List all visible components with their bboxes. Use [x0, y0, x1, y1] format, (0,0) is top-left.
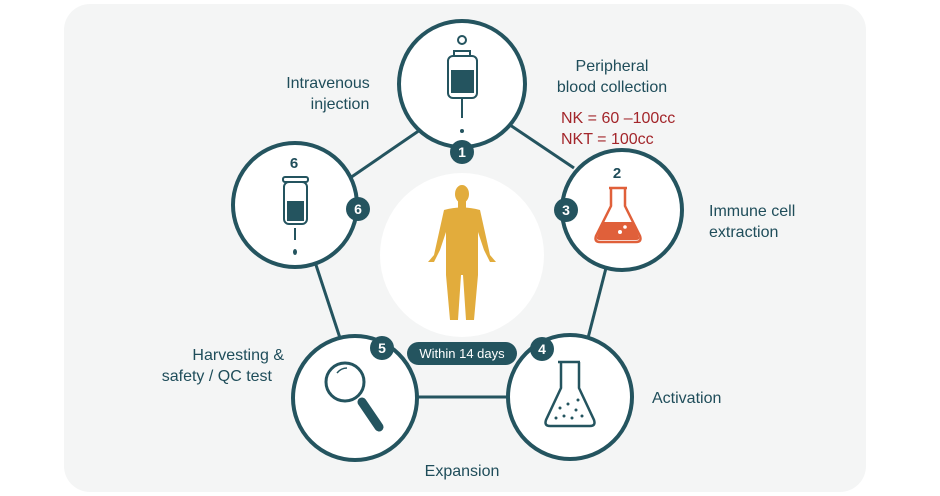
magnifier-icon — [324, 361, 384, 432]
step-label: blood collection — [557, 79, 667, 96]
step-5-node: 5 — [291, 334, 419, 462]
step-badge-number: 6 — [354, 201, 362, 217]
nkt-volume: NKT = 100cc — [561, 131, 654, 148]
step-label: safety / QC test — [162, 368, 273, 385]
flask-dots-icon — [544, 360, 596, 428]
connector-6-5 — [314, 264, 342, 339]
step-label: injection — [311, 96, 370, 113]
step-1-node: 1 — [397, 19, 527, 164]
nk-volume: NK = 60 –100cc — [561, 110, 675, 127]
connector-1-2 — [509, 123, 575, 170]
step-badge — [370, 336, 394, 360]
step-4-node: 4 — [506, 333, 634, 461]
step-badge-number: 5 — [378, 340, 386, 356]
step-label: Intravenous — [286, 75, 370, 92]
expansion-label: Expansion — [425, 463, 500, 480]
step-badge — [450, 140, 474, 164]
step-badge-number: 3 — [562, 202, 570, 218]
flask-orange-icon — [594, 186, 642, 244]
iv-bag-icon — [447, 35, 478, 133]
connector-1-6 — [349, 128, 421, 180]
step-label: extraction — [709, 224, 778, 241]
connectors — [314, 123, 608, 399]
step-label: Peripheral — [576, 58, 649, 75]
step-6-node: 6 6 — [231, 141, 370, 269]
step-badge-number: 4 — [538, 341, 546, 357]
step-badge — [554, 198, 578, 222]
step-label: Immune cell — [709, 203, 795, 220]
inner-step-number: 2 — [613, 165, 621, 182]
iv-bottle-icon — [282, 176, 309, 255]
connector-2-4 — [586, 267, 608, 339]
step-badge — [530, 337, 554, 361]
human-body-icon — [428, 185, 496, 320]
inner-step-number: 6 — [290, 155, 298, 172]
step-label: Activation — [652, 390, 721, 407]
duration-pill — [407, 342, 517, 365]
step-badge-number: 1 — [458, 144, 466, 160]
step-badge — [346, 197, 370, 221]
step-label: Harvesting & — [192, 347, 284, 364]
step-2-node: 2 3 — [554, 148, 684, 272]
duration-text: Within 14 days — [419, 346, 505, 361]
